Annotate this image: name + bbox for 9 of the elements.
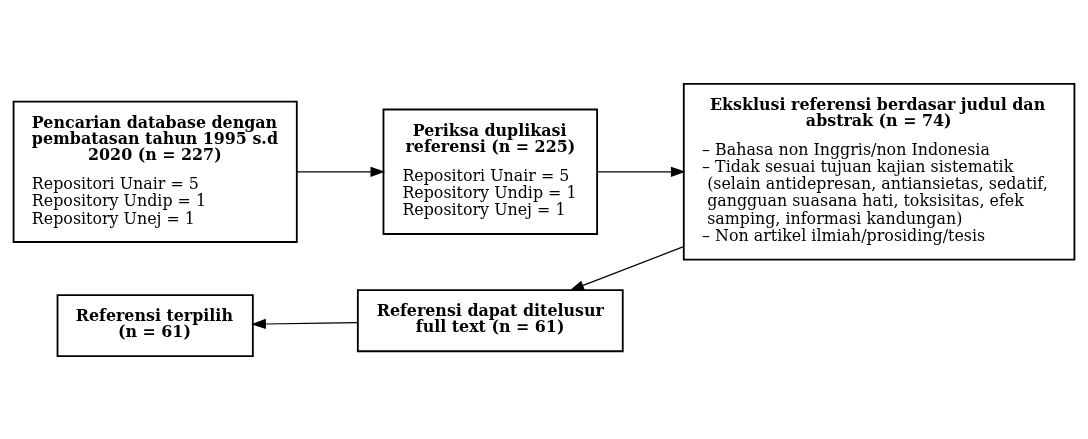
- arrow: [569, 245, 685, 291]
- arrow: [296, 166, 386, 177]
- node-box: Periksa duplikasi referensi (n = 225) Repositori Unair = 5 Repository Undip = 1 Repository Unej = 1: [382, 108, 598, 235]
- node-box: Eksklusi referensi berdasar judul dan abstrak (n = 74) – Bahasa non Inggris/non Indonesia – Tidak sesuai tujuan kajian sistematik (selain antidepresan, antiansietas, sedatif, gangguan suasana hati, toksisitas, efek samping, informasi kandungan) – Non artikel ilmiah/prosiding/tesis: [682, 82, 1076, 261]
- node-box: Pencarian database dengan pembatasan tahun 1995 s.d 2020 (n = 227) Repositori Unair = 5 Repository Undip = 1 Repository Unej = 1: [12, 100, 298, 243]
- node-box: Referensi dapat ditelusur full text (n = 61): [356, 288, 624, 352]
- node-box: Referensi terpilih (n = 61): [56, 293, 254, 357]
- arrow: [251, 318, 359, 329]
- arrow: [597, 166, 686, 177]
